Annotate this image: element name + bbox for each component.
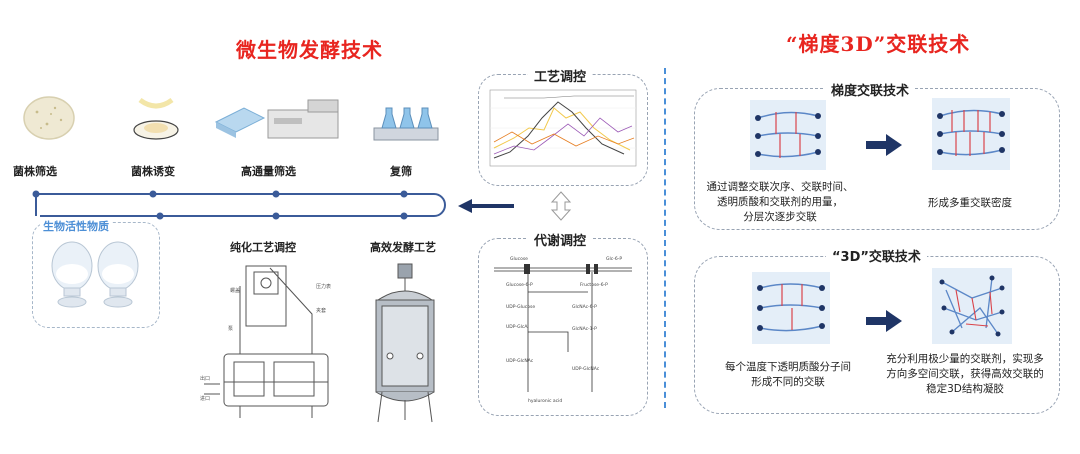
threed-crosslink-title: “3D”交联技术 — [826, 246, 927, 265]
svg-text:泵: 泵 — [228, 326, 233, 332]
step-label-strain-screening: 菌株筛选 — [13, 165, 57, 178]
caption-line: 充分利用极少量的交联剂，实现多 — [886, 353, 1044, 365]
svg-text:Glc-6-P: Glc-6-P — [606, 256, 622, 262]
svg-text:进口: 进口 — [200, 395, 210, 402]
svg-text:压力表: 压力表 — [316, 283, 331, 290]
threed-right-caption: 充分利用极少量的交联剂，实现多 方向多空间交联，获得高效交联的 稳定3D结构凝胶 — [876, 352, 1054, 397]
svg-text:Fructose-6-P: Fructose-6-P — [580, 282, 608, 288]
svg-text:夹套: 夹套 — [316, 307, 326, 314]
arrow-right-icon — [866, 134, 902, 156]
gradient-right-caption: 形成多重交联密度 — [900, 196, 1040, 211]
caption-line: 方向多空间交联，获得高效交联的 — [886, 368, 1044, 380]
process-flow-line — [32, 190, 446, 220]
svg-text:Glucose-6-P: Glucose-6-P — [506, 282, 533, 288]
powder-bottle-icon — [51, 241, 139, 308]
svg-text:Glucose: Glucose — [510, 256, 528, 262]
fermenter-tank-icon — [375, 263, 435, 423]
flasks-icon — [373, 107, 439, 141]
svg-text:GlcNAc-1-P: GlcNAc-1-P — [572, 326, 597, 332]
caption-line: 形成不同的交联 — [751, 376, 825, 388]
process-control-chart — [489, 89, 637, 167]
purification-apparatus-icon: 螺盖 压力表 夹套 泵 出口 进口 — [200, 265, 331, 418]
metabolic-control-title: 代谢调控 — [528, 230, 593, 249]
bioactive-substance-label: 生物活性物质 — [40, 218, 112, 234]
caption-line: 形成多重交联密度 — [928, 197, 1012, 209]
svg-text:螺盖: 螺盖 — [230, 287, 240, 294]
svg-text:GlcNAc-6-P: GlcNAc-6-P — [572, 304, 597, 310]
step-label-strain-mutation: 菌株诱变 — [131, 165, 175, 178]
mutation-dish-icon — [133, 97, 179, 140]
caption-line: 通过调整交联次序、交联时间、 — [706, 181, 854, 193]
threed-left-caption: 每个温度下透明质酸分子间 形成不同的交联 — [708, 360, 868, 390]
section-divider — [664, 68, 666, 408]
svg-text:UDP-Glucose: UDP-Glucose — [506, 304, 535, 310]
svg-text:UDP-GlcA: UDP-GlcA — [506, 324, 528, 330]
arrow-right-icon — [866, 310, 902, 332]
process-control-title: 工艺调控 — [528, 66, 593, 85]
purification-control-label: 纯化工艺调控 — [230, 241, 296, 254]
svg-text:出口: 出口 — [200, 375, 210, 382]
caption-line: 透明质酸和交联剂的用量， — [717, 196, 843, 208]
petri-dish-icon — [23, 96, 75, 140]
left-section-title: 微生物发酵技术 — [236, 38, 383, 62]
metabolic-pathway-diagram: Glucose Glc-6-P Glucose-6-P Fructose-6-P U… — [494, 256, 632, 404]
caption-line: 每个温度下透明质酸分子间 — [725, 361, 851, 373]
arrow-left-icon — [458, 199, 514, 213]
gel-network-icon — [750, 100, 826, 170]
caption-line: 分层次逐步交联 — [743, 211, 817, 223]
caption-line: 稳定3D结构凝胶 — [926, 383, 1004, 395]
gradient-left-caption: 通过调整交联次序、交联时间、 透明质酸和交联剂的用量， 分层次逐步交联 — [700, 180, 860, 225]
gel-network-icon — [752, 272, 830, 344]
right-section-title: “梯度3D”交联技术 — [786, 32, 971, 56]
step-label-rescreening: 复筛 — [390, 165, 412, 178]
gel-network-icon — [932, 98, 1010, 170]
svg-text:UDP-GlcNAc: UDP-GlcNAc — [572, 366, 600, 372]
fermentation-process-label: 高效发酵工艺 — [370, 241, 436, 254]
screening-equipment-icon — [214, 99, 339, 139]
gel-network-icon — [932, 268, 1012, 344]
step-label-high-throughput: 高通量筛选 — [241, 165, 296, 178]
svg-text:UDP-GlcNAc: UDP-GlcNAc — [506, 358, 534, 364]
svg-text:hyaluronic acid: hyaluronic acid — [528, 398, 562, 404]
gradient-crosslink-title: 梯度交联技术 — [825, 80, 916, 99]
swap-arrows-icon — [550, 191, 572, 221]
